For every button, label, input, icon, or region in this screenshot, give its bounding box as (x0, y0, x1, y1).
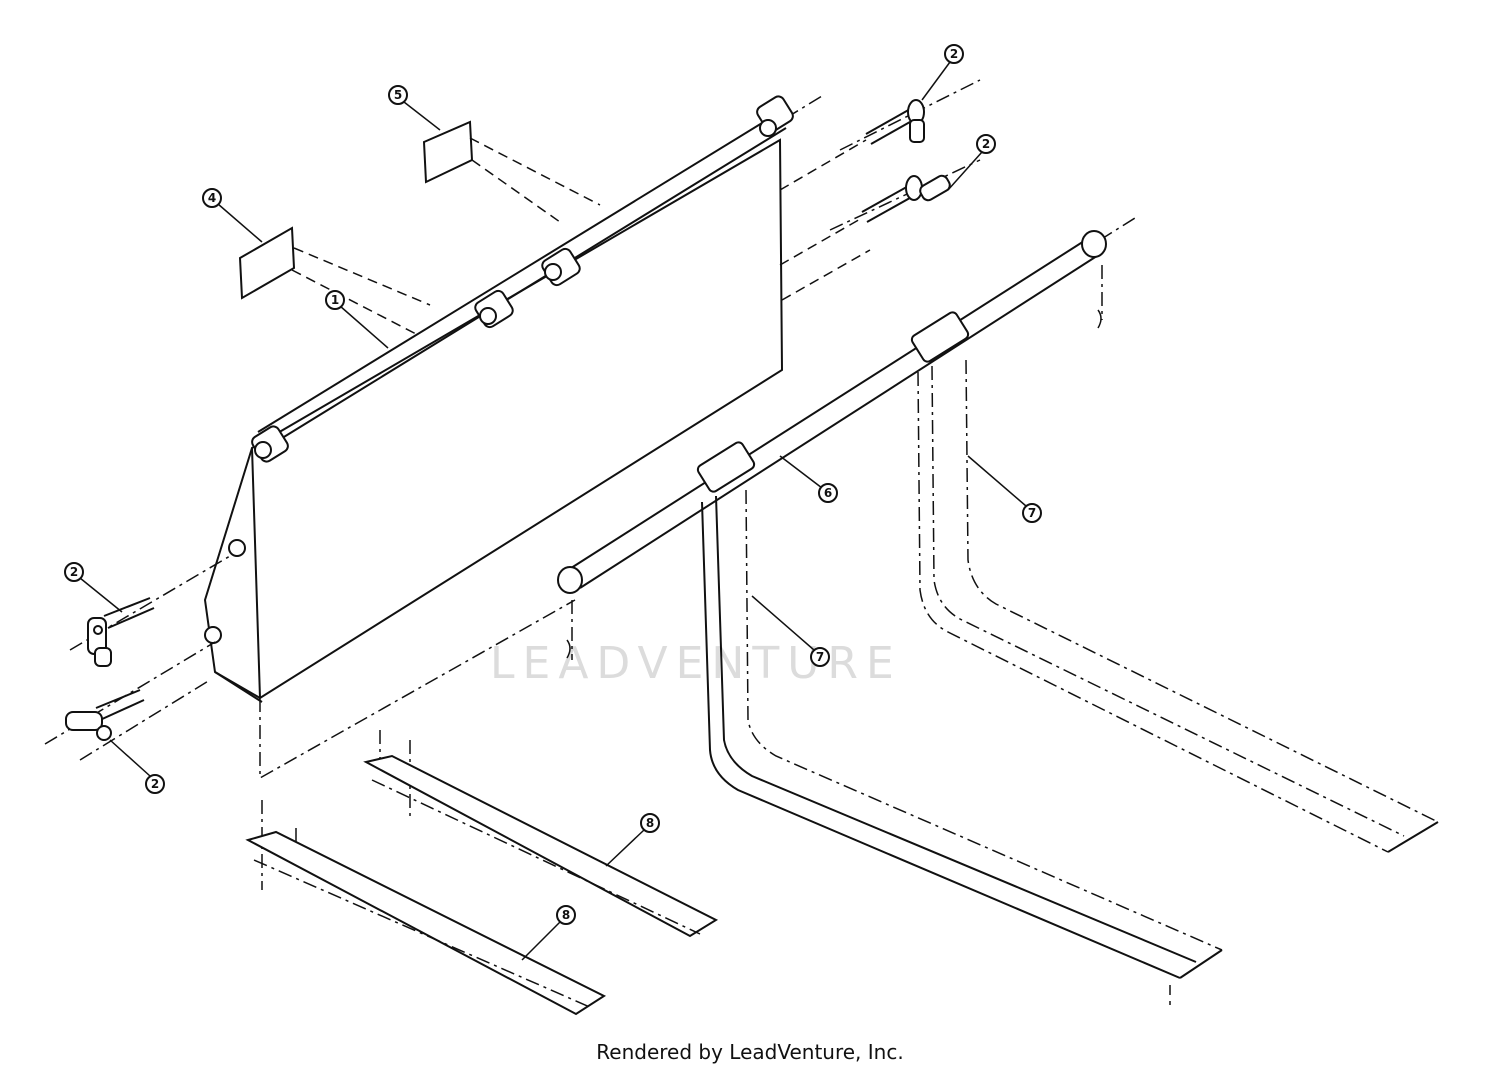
back-plate (203, 138, 784, 780)
callout-2-left: 2 (64, 562, 123, 613)
svg-text:2: 2 (151, 777, 159, 791)
svg-text:5: 5 (394, 88, 402, 102)
svg-text:7: 7 (816, 650, 824, 664)
cross-tube (557, 217, 1136, 660)
svg-text:2: 2 (982, 137, 990, 151)
roller-mid-2 (541, 247, 581, 287)
callout-2-right: 2 (947, 134, 996, 191)
decal-4 (238, 226, 431, 337)
pin-lower-left-2 (44, 641, 216, 761)
callout-2-bottom: 2 (109, 739, 165, 794)
pin-lower-left-1 (69, 555, 231, 667)
svg-text:7: 7 (1028, 506, 1036, 520)
callout-4: 4 (202, 188, 263, 243)
svg-text:2: 2 (950, 47, 958, 61)
pin-upper-right-2 (779, 159, 981, 301)
pin-upper-right-1 (779, 79, 981, 191)
callout-1: 1 (325, 290, 389, 349)
callout-7-right: 7 (967, 455, 1042, 523)
svg-text:8: 8 (646, 816, 654, 830)
tube-end-collar-left (557, 566, 583, 660)
top-rod (251, 95, 823, 463)
roller-right-end (756, 95, 794, 137)
svg-text:8: 8 (562, 908, 570, 922)
mount-hole-lower (204, 626, 222, 644)
decal-5 (422, 120, 601, 223)
callout-6: 6 (779, 455, 838, 503)
svg-text:6: 6 (824, 486, 832, 500)
lower-bar-2 (245, 800, 607, 1016)
roller-left-end (251, 425, 289, 463)
callout-8-lower: 8 (521, 905, 576, 961)
lower-bar-1 (363, 730, 719, 938)
callout-2-top: 2 (921, 44, 964, 101)
watermark-text: LEADVENTURE (490, 638, 902, 689)
svg-text:1: 1 (331, 293, 339, 307)
roller-mid-1 (474, 289, 514, 329)
svg-text:2: 2 (70, 565, 78, 579)
fork-right (917, 359, 1439, 853)
fork-left (701, 489, 1223, 1005)
tube-end-collar-right (1081, 230, 1107, 329)
mount-hole-upper (228, 539, 246, 557)
callout-7-left: 7 (751, 595, 830, 667)
exploded-parts-diagram: LEADVENTURE (44, 44, 1439, 1016)
footer-credit: Rendered by LeadVenture, Inc. (596, 1040, 904, 1064)
svg-text:4: 4 (208, 191, 216, 205)
callout-8-upper: 8 (605, 813, 660, 867)
callout-5: 5 (388, 85, 441, 131)
